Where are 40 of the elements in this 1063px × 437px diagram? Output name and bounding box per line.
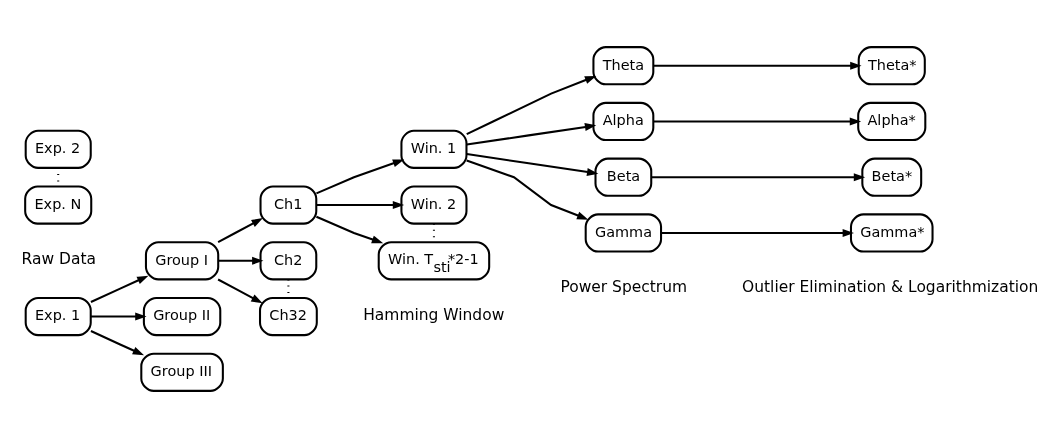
arrow (466, 152, 599, 176)
node-box: Exp. N (24, 184, 93, 225)
node-box: Theta (592, 45, 655, 85)
label: Hamming Window (363, 305, 505, 324)
label: Power Spectrum (560, 277, 688, 296)
arrow (653, 61, 862, 70)
node-box: Beta* (861, 157, 923, 197)
arrow (217, 278, 263, 303)
node-box: Alpha (592, 101, 655, 141)
arrow (466, 75, 597, 135)
arrow (316, 200, 405, 209)
arrow (466, 122, 597, 146)
label: Raw Data (21, 249, 96, 268)
arrow (90, 275, 149, 303)
node-box: Win. 2 (400, 184, 468, 225)
node-box: Group II (142, 296, 222, 336)
node-box: Ch2 (259, 240, 318, 280)
node-box: Exp. 2 (24, 129, 92, 169)
node-box: Ch32 (259, 296, 318, 336)
label: Outlier Elimination & Logarithmization (742, 277, 1039, 296)
node-box: Gamma* (849, 212, 934, 253)
node-box: Alpha* (857, 101, 927, 141)
arrow (661, 228, 854, 237)
node-box: Theta* (857, 45, 926, 85)
arrow (316, 158, 405, 194)
arrow (316, 215, 384, 243)
node-box: Exp. 1 (24, 296, 92, 336)
node-box: Ch1 (259, 184, 318, 225)
node-box: Win. 1 (400, 129, 468, 169)
arrow (217, 217, 263, 243)
arrow (466, 159, 589, 220)
arrow (218, 256, 264, 265)
arrow (90, 329, 145, 355)
node-box: Group III (140, 352, 224, 392)
node-box: Gamma (584, 212, 663, 253)
arrow (651, 172, 866, 181)
node-box: Beta (594, 157, 653, 197)
arrow (90, 312, 147, 321)
node-box: Group I (144, 240, 220, 280)
arrow (653, 116, 862, 125)
